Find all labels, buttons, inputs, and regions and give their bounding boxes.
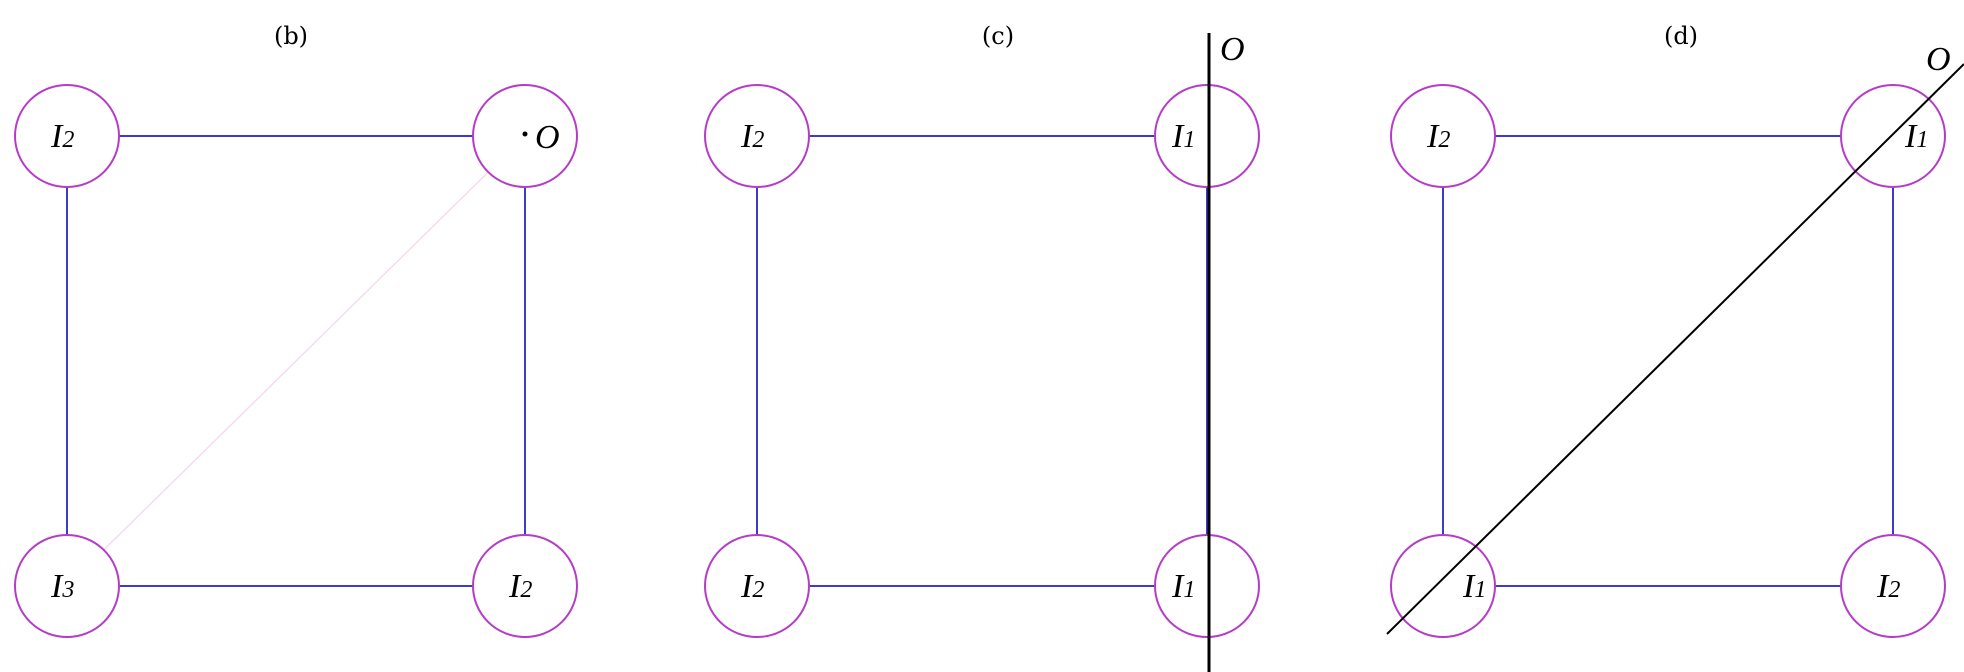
node-label: I2	[50, 118, 74, 155]
panel-caption: (b)	[274, 22, 308, 50]
axis-label: O	[1220, 31, 1245, 68]
node-label-subscript: 1	[1183, 127, 1195, 153]
node-circle	[1390, 534, 1496, 638]
node-label: I1	[1171, 118, 1195, 155]
node-label-subscript: 2	[752, 577, 764, 603]
node-label-main: I	[1876, 568, 1890, 605]
axis-label: O	[1926, 41, 1951, 78]
node-label: I3	[50, 568, 74, 605]
node-label-main: I	[508, 568, 522, 605]
node-circle	[1390, 84, 1496, 188]
panel-caption: (d)	[1664, 22, 1698, 50]
node-circle	[1840, 534, 1946, 638]
node-circle	[472, 534, 578, 638]
node-label-main: I	[1171, 568, 1185, 605]
faint-diagonal-line	[66, 135, 526, 587]
node-label-subscript: 2	[62, 127, 74, 153]
node-label: I2	[740, 568, 764, 605]
node-label-subscript: 1	[1474, 577, 1486, 603]
node-label-main: I	[1426, 118, 1440, 155]
panel-caption: (c)	[982, 22, 1014, 50]
origin-dot-icon	[522, 131, 528, 137]
node-label-subscript: 2	[1888, 577, 1900, 603]
node-circle	[1840, 84, 1946, 188]
node-label: I2	[1876, 568, 1900, 605]
node-label-main: I	[50, 118, 64, 155]
node-label-subscript: 1	[1916, 127, 1928, 153]
node-circle	[14, 534, 120, 638]
node-label: I2	[1426, 118, 1450, 155]
node-circle	[704, 84, 810, 188]
origin-label: O	[535, 119, 560, 156]
node-label-subscript: 1	[1183, 577, 1195, 603]
node-label-main: I	[1462, 568, 1476, 605]
node-label: I1	[1171, 568, 1195, 605]
node-label-main: I	[1904, 118, 1918, 155]
node-label: I1	[1904, 118, 1928, 155]
node-label-subscript: 2	[520, 577, 532, 603]
node-circle	[14, 84, 120, 188]
node-label-main: I	[740, 568, 754, 605]
node-circle	[1154, 84, 1260, 188]
node-label-subscript: 3	[61, 577, 74, 603]
node-label: I1	[1462, 568, 1486, 605]
node-label-subscript: 2	[752, 127, 764, 153]
node-label-main: I	[740, 118, 754, 155]
node-label-subscript: 2	[1438, 127, 1450, 153]
node-label-main: I	[1171, 118, 1185, 155]
node-label: I2	[740, 118, 764, 155]
node-circle	[1154, 534, 1260, 638]
node-label: I2	[508, 568, 532, 605]
symmetry-axis-diagonal	[1386, 63, 1964, 635]
node-circle	[704, 534, 810, 638]
node-label-main: I	[50, 568, 64, 605]
